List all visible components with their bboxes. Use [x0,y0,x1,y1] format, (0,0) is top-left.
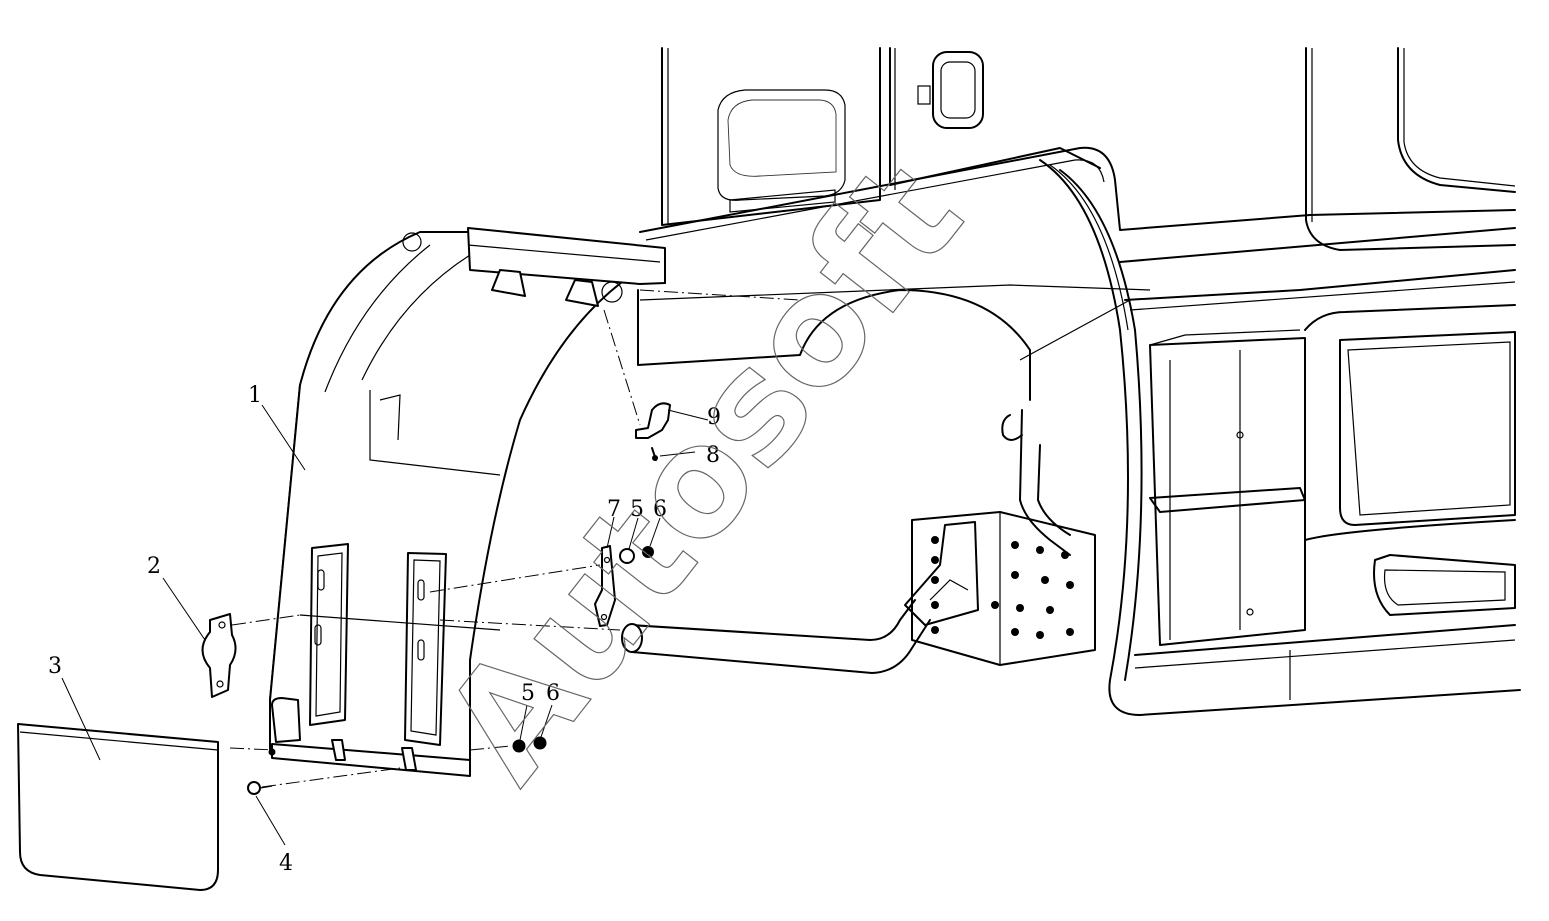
part-1-rear-mudguard [268,227,666,777]
part-4-bolt [247,781,273,795]
callout-8: 8 [706,443,720,468]
callout-5-upper: 5 [630,497,644,522]
callout-7: 7 [607,497,621,522]
connecting-tube [621,599,931,674]
side-marker-lamp [932,51,984,129]
callout-1: 1 [248,383,262,408]
callout-labels: 1 2 3 4 5 6 7 8 9 5 6 [48,383,721,876]
part-3-mud-flap [17,723,219,891]
truck-cab-body [637,47,1521,716]
callout-6-upper: 6 [653,497,667,522]
callout-5-lower: 5 [521,681,535,706]
mounting-bracket-plate [904,511,1096,666]
part-2-clamp-bracket [201,613,237,698]
callout-4: 4 [279,851,293,876]
callout-6-lower: 6 [546,681,560,706]
callout-2: 2 [147,554,161,579]
assembly-axis-lines [229,289,801,788]
part-9-pipe-clamp [635,402,671,439]
callout-leaders [61,404,709,846]
callout-9: 9 [707,405,721,430]
callout-3: 3 [48,654,62,679]
fasteners [512,402,671,753]
part-7-strap-bracket [594,545,616,627]
